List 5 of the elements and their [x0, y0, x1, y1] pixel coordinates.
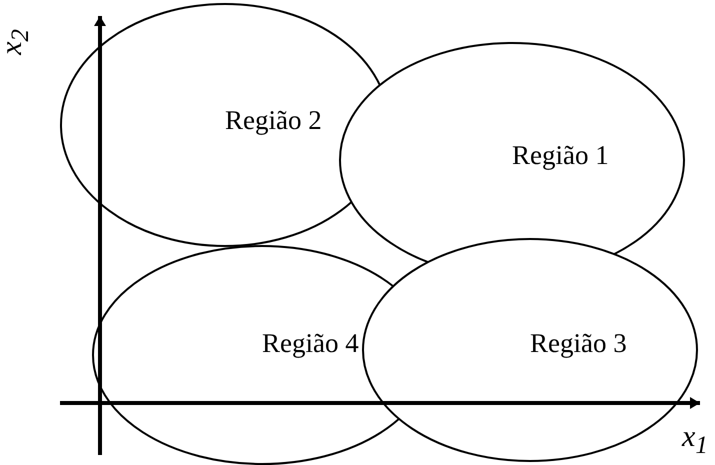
- region-label: Região 2: [225, 105, 322, 136]
- region-label: Região 3: [530, 328, 627, 359]
- region-label: Região 1: [512, 140, 609, 171]
- region-label: Região 4: [262, 328, 359, 359]
- axis-label: x$_{1}$: [682, 420, 708, 460]
